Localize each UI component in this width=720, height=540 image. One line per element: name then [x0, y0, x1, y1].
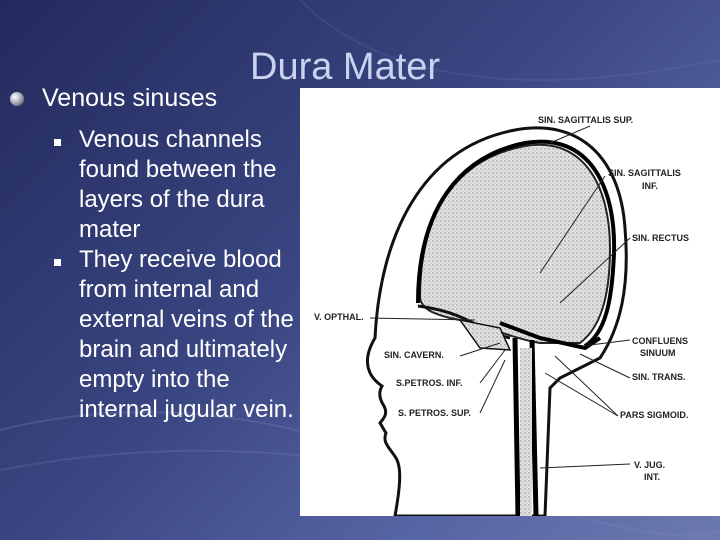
- label-sin-sagittalis-inf-2: INF.: [642, 181, 658, 191]
- sub-bullet-text: They receive blood from internal and ext…: [79, 245, 294, 425]
- label-v-jug-int: V. JUG.: [634, 460, 665, 470]
- spinal-cord-stipple: [520, 348, 532, 516]
- sub-bullet-text: Venous channels found between the layers…: [79, 125, 294, 245]
- label-confluens: CONFLUENS: [632, 336, 688, 346]
- label-sin-sagittalis-sup: SIN. SAGITTALIS SUP.: [538, 115, 633, 125]
- label-sin-trans: SIN. TRANS.: [632, 372, 686, 382]
- slide-title: Dura Mater: [250, 46, 440, 89]
- sub-bullet-list: Venous channels found between the layers…: [54, 125, 294, 425]
- dura-mater-diagram: SIN. SAGITTALIS SUP. SIN. SAGITTALIS INF…: [300, 88, 720, 516]
- diagram-svg: SIN. SAGITTALIS SUP. SIN. SAGITTALIS INF…: [300, 88, 720, 516]
- label-v-jug-int-2: INT.: [644, 472, 660, 482]
- square-bullet-icon: [54, 139, 61, 146]
- label-pars-sigmoid: PARS SIGMOID.: [620, 410, 688, 420]
- square-bullet-icon: [54, 259, 61, 266]
- main-bullet: Venous sinuses: [10, 84, 217, 113]
- label-s-petros-inf: S.PETROS. INF.: [396, 378, 463, 388]
- label-v-opthal: V. OPTHAL.: [314, 312, 364, 322]
- sub-bullet-item: Venous channels found between the layers…: [54, 125, 294, 245]
- label-sin-cavern: SIN. CAVERN.: [384, 350, 444, 360]
- bullet-orb-icon: [10, 92, 24, 106]
- label-s-petros-sup: S. PETROS. SUP.: [398, 408, 471, 418]
- label-confluens-2: SINUUM: [640, 348, 676, 358]
- label-sin-rectus: SIN. RECTUS: [632, 233, 689, 243]
- sub-bullet-item: They receive blood from internal and ext…: [54, 245, 294, 425]
- label-sin-sagittalis-inf: SIN. SAGITTALIS: [608, 168, 681, 178]
- main-bullet-text: Venous sinuses: [42, 84, 217, 113]
